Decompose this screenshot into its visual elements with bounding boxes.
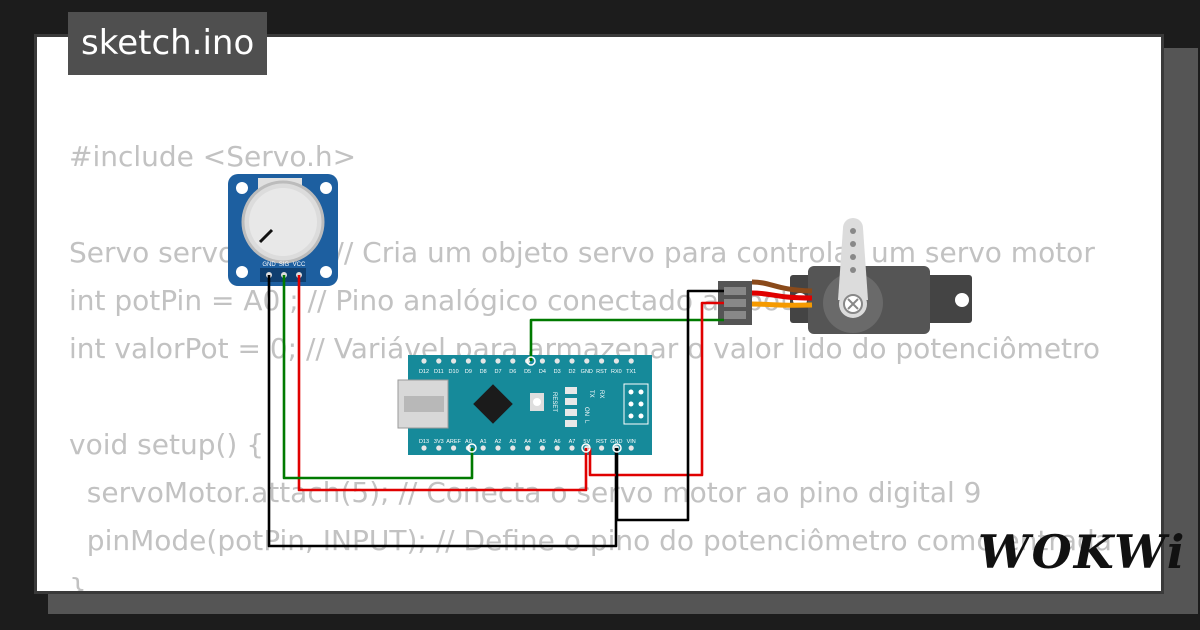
wires [267, 275, 724, 548]
pin-gnd[interactable] [584, 358, 590, 364]
wire-servo-gnd [615, 289, 724, 522]
arduino-nano[interactable]: RESET TX RX ON L D12 D11 D10 D9 D8 D7 D6 D5 D4 D3… [397, 355, 652, 455]
pin-label: TX1 [626, 369, 636, 375]
file-name-tab[interactable]: sketch.ino [68, 12, 268, 75]
pin-label: A4 [524, 439, 531, 445]
pin-a5[interactable] [539, 445, 546, 451]
knob-indicator [258, 228, 274, 244]
brand-name: WOKWi [978, 525, 1186, 579]
pin-d11[interactable] [436, 358, 442, 364]
pot-pin-gnd: GND [262, 262, 276, 268]
pin-3v3[interactable] [436, 445, 442, 451]
pin-a2[interactable] [495, 445, 501, 451]
pin-label: D3 [554, 369, 561, 375]
wire-servo-signal [529, 318, 724, 361]
pin-d10[interactable] [451, 358, 457, 364]
pin-a3[interactable] [510, 445, 516, 451]
pin-label: D9 [465, 369, 472, 375]
pin-label: D13 [419, 439, 429, 445]
pin-d3[interactable] [554, 358, 560, 364]
code-line: } [69, 572, 87, 594]
pin-d6[interactable] [510, 358, 516, 364]
pin-a6[interactable] [554, 445, 560, 451]
pin-label: RST [596, 369, 608, 375]
pin-rx0[interactable] [613, 358, 620, 364]
pin-label: RX0 [611, 369, 622, 375]
code-line: pinMode(potPin, INPUT); // Define o pino… [69, 524, 1112, 557]
pin-a4[interactable] [525, 445, 531, 451]
pin-rst[interactable] [599, 358, 605, 364]
pin-label: GND [610, 439, 622, 445]
pin-label: A2 [495, 439, 502, 445]
pin-tx1[interactable] [628, 358, 634, 364]
potentiometer[interactable]: GND SIG VCC [228, 174, 338, 286]
code-line: void setup() { [69, 428, 265, 461]
pin-label: 3V3 [434, 439, 444, 445]
reset-label: RESET [551, 392, 557, 412]
pin-d4[interactable] [539, 358, 546, 364]
code-line: #include <Servo.h> [69, 140, 357, 173]
pin-label: D4 [539, 369, 546, 375]
pin-label: D5 [524, 369, 531, 375]
pin-d13[interactable] [421, 445, 427, 451]
pin-aref[interactable] [451, 445, 457, 451]
pin-label: D12 [419, 369, 429, 375]
pin-d8[interactable] [480, 358, 486, 364]
pot-pin-sig: SIG [279, 262, 290, 268]
preview-card[interactable]: #include <Servo.h>Servo servoMotor; // C… [34, 34, 1164, 594]
pin-label: A1 [480, 439, 487, 445]
pin-a1[interactable] [480, 445, 486, 451]
tx-label: TX [588, 390, 594, 398]
pin-label: A5 [539, 439, 546, 445]
pin-label: D2 [568, 369, 575, 375]
pin-label: D11 [434, 369, 444, 375]
pin-label: A6 [554, 439, 561, 445]
pin-label: RST [596, 439, 608, 445]
pin-label: D10 [449, 369, 459, 375]
pin-label: VIN [627, 439, 636, 445]
pin-label: GND [581, 369, 593, 375]
pin-label: A3 [509, 439, 516, 445]
pin-vin[interactable] [628, 445, 634, 451]
pin-d2[interactable] [569, 358, 575, 364]
pin-label: AREF [446, 439, 461, 445]
rx-label: RX [598, 390, 604, 398]
wire-sig-pot [282, 275, 474, 480]
pin-label: D8 [480, 369, 487, 375]
l-label: L [583, 420, 589, 424]
wokwi-logo: WOKWi [978, 525, 1186, 579]
pin-a7[interactable] [569, 445, 575, 451]
pin-label: 5V [583, 439, 590, 445]
wire-servo-vcc [588, 301, 724, 477]
pin-label: D7 [494, 369, 501, 375]
pin-label: A7 [569, 439, 576, 445]
pin-d12[interactable] [421, 358, 427, 364]
on-label: ON [583, 407, 589, 416]
servo-motor[interactable] [718, 218, 972, 334]
pin-rst[interactable] [599, 445, 605, 451]
pin-label: D6 [509, 369, 516, 375]
pin-d7[interactable] [495, 358, 501, 364]
code-line: servoMotor.attach(5); // Conecta o servo… [69, 476, 982, 509]
pot-pin-vcc: VCC [293, 262, 306, 268]
pin-d9[interactable] [465, 358, 471, 364]
wire-vcc-pot [297, 275, 588, 492]
pin-label: A0 [465, 439, 472, 445]
